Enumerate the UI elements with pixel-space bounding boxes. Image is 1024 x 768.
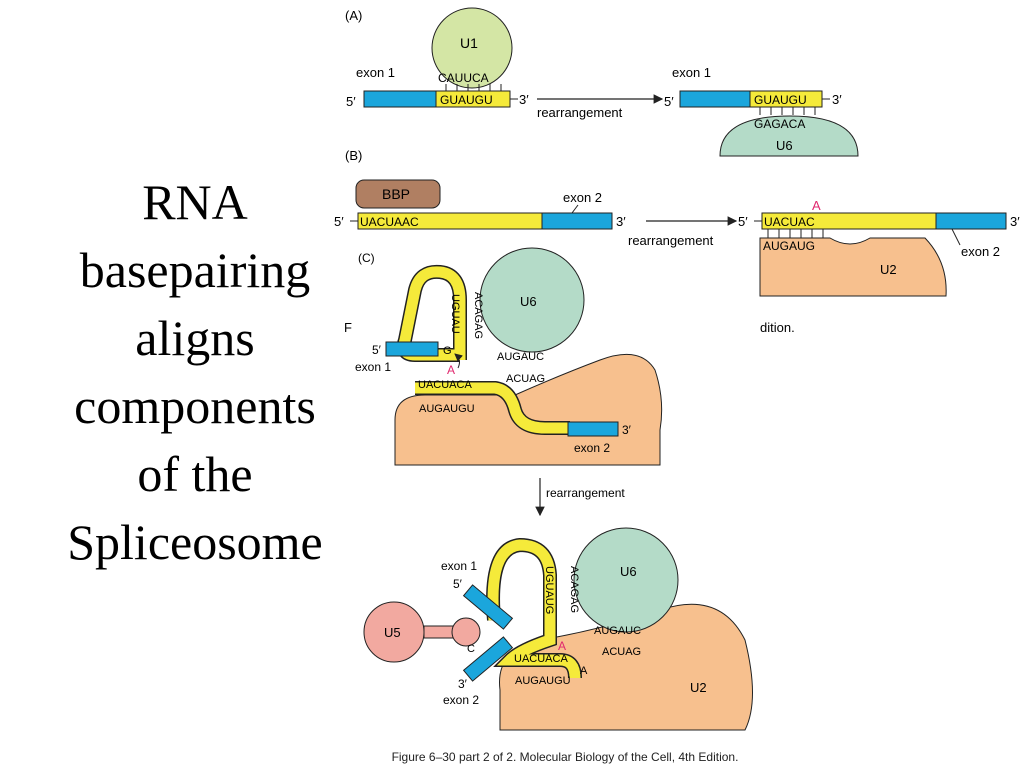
u2-label-b: U2 bbox=[880, 262, 897, 277]
u2-sequence-b: AUGAUG bbox=[763, 239, 815, 253]
exon2-label-c2: exon 2 bbox=[443, 693, 479, 707]
u6-loop-sequence-c2: AUGAUC bbox=[594, 625, 641, 637]
u6-label-c2: U6 bbox=[620, 564, 637, 579]
u2-loop-sequence-c2: ACUAG bbox=[602, 646, 641, 658]
u6-label-a: U6 bbox=[776, 138, 793, 153]
u6-label-c1: U6 bbox=[520, 294, 537, 309]
exon2-c2 bbox=[462, 636, 514, 682]
three-prime-a-left: 3′ bbox=[519, 92, 529, 107]
u6-vertical-sequence-c2: ACAGAG bbox=[568, 566, 580, 613]
three-prime-b-right: 3′ bbox=[1010, 214, 1020, 229]
five-prime-a-right: 5′ bbox=[664, 94, 674, 109]
title-line: RNA bbox=[142, 174, 248, 230]
loop-c-c2: C bbox=[467, 643, 475, 655]
u5-label: U5 bbox=[384, 625, 401, 640]
arrow-label-b: rearrangement bbox=[628, 233, 714, 248]
exon2-b-right bbox=[935, 212, 1007, 230]
five-prime-c2: 5′ bbox=[453, 577, 463, 591]
bbp-protein bbox=[355, 179, 441, 209]
five-prime-a-left: 5′ bbox=[346, 94, 356, 109]
five-prime-b-left: 5′ bbox=[334, 214, 344, 229]
u6-vertical-sequence-c1: ACAGAG bbox=[472, 292, 484, 339]
intron-lower-c1 bbox=[415, 382, 570, 434]
panel-c-label: (C) bbox=[358, 251, 375, 265]
title-line: aligns bbox=[135, 310, 255, 366]
exon2-label-c1: exon 2 bbox=[574, 441, 610, 455]
u1-sequence: CAUUCA bbox=[438, 71, 489, 85]
u2-loop-sequence-c1: ACUAG bbox=[506, 373, 545, 385]
exon2-c1 bbox=[567, 421, 619, 437]
exon1-label-c1: exon 1 bbox=[355, 360, 391, 374]
exon1-label-a-left: exon 1 bbox=[356, 65, 395, 80]
three-prime-a-right: 3′ bbox=[832, 92, 842, 107]
three-prime-b-left: 3′ bbox=[616, 214, 626, 229]
basepair-ticks-a bbox=[445, 84, 502, 91]
exon2-label-b-right: exon 2 bbox=[961, 244, 1000, 259]
intron-sequence-a-left: GUAUGU bbox=[440, 93, 493, 107]
three-prime-c1: 3′ bbox=[622, 423, 632, 437]
exon2-b-left bbox=[541, 212, 613, 230]
u2-sequence-c2: AUGAUGU bbox=[515, 675, 571, 687]
exon1-c1 bbox=[385, 341, 439, 357]
u6-snrnp-c1 bbox=[479, 247, 585, 353]
branch-a-c2: A bbox=[558, 639, 566, 653]
bulged-a-b: A bbox=[812, 198, 821, 213]
branch-sequence-b-right: UACUAC bbox=[764, 215, 815, 229]
vertical-sequence-c1: UGUAU bbox=[449, 294, 461, 334]
intron-sequence-a-right: GUAUGU bbox=[754, 93, 807, 107]
u6-sequence-a: GAGACA bbox=[754, 117, 805, 131]
loop-g-c1: G bbox=[443, 345, 452, 357]
vertical-sequence-c2: UGUAUG bbox=[543, 566, 555, 614]
exon1-c2 bbox=[462, 584, 514, 630]
title-line: Spliceosome bbox=[67, 514, 323, 570]
exon1-label-c2: exon 1 bbox=[441, 559, 477, 573]
branch-a-c1: A bbox=[447, 363, 455, 377]
panel-a-label: (A) bbox=[345, 8, 362, 23]
exon2-label-b-left: exon 2 bbox=[563, 190, 602, 205]
three-prime-c2: 3′ bbox=[458, 677, 468, 691]
branch-sequence-c1: UACUACA bbox=[418, 379, 472, 391]
title-line: basepairing bbox=[79, 242, 311, 298]
exon1-a-right bbox=[679, 90, 751, 108]
bbp-label: BBP bbox=[382, 186, 410, 202]
branch-sequence-b-left: UACUAAC bbox=[360, 215, 419, 229]
u6-snrnp-c2 bbox=[573, 527, 679, 633]
loop-a-c2: A bbox=[580, 665, 588, 677]
u1-snrnp bbox=[431, 7, 513, 89]
title-line: of the bbox=[137, 446, 253, 502]
five-prime-b-right: 5′ bbox=[738, 214, 748, 229]
arrow-label-a: rearrangement bbox=[537, 105, 623, 120]
five-prime-c1: 5′ bbox=[372, 343, 382, 357]
exon1-label-a-right: exon 1 bbox=[672, 65, 711, 80]
u2-label-c2: U2 bbox=[690, 680, 707, 695]
title-line: components bbox=[74, 378, 316, 434]
u2-snrnp-c1 bbox=[394, 353, 663, 466]
u2-snrnp-b bbox=[759, 237, 947, 297]
u2-sequence-c1: AUGAUGU bbox=[419, 403, 475, 415]
truncated-caption-right: dition. bbox=[760, 320, 795, 335]
figure-caption: Figure 6–30 part 2 of 2. Molecular Biolo… bbox=[391, 750, 739, 764]
u1-label: U1 bbox=[460, 35, 478, 51]
intron-loop-c2 bbox=[487, 539, 581, 679]
exon1-a-left bbox=[363, 90, 437, 108]
arrow-label-c: rearrangement bbox=[546, 486, 625, 500]
u6-snrnp-a bbox=[719, 115, 859, 157]
panel-b-label: (B) bbox=[345, 148, 362, 163]
u6-loop-sequence-c1: AUGAUC bbox=[497, 351, 544, 363]
slide-title: RNA basepairing aligns components of the… bbox=[0, 168, 390, 576]
truncated-caption-left: F bbox=[344, 320, 352, 335]
branch-sequence-c2: UACUACA bbox=[514, 653, 568, 665]
